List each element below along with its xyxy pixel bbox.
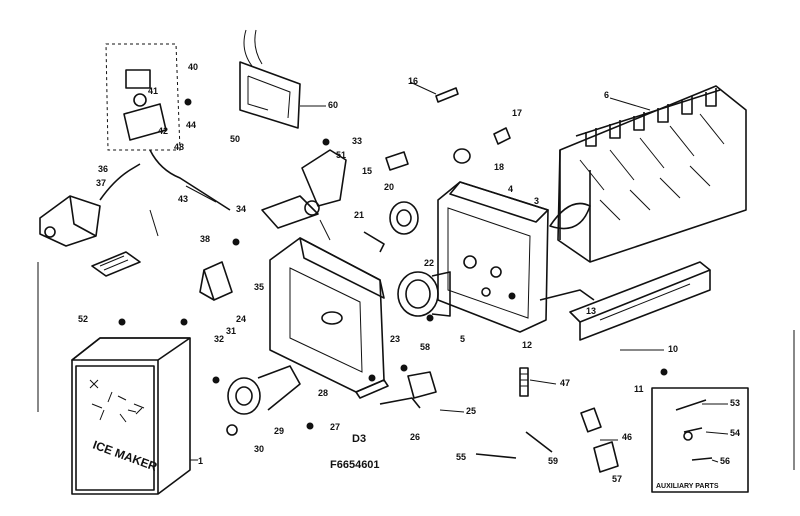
water-inlet [379, 371, 437, 409]
small-screws [118, 98, 668, 430]
control-housing [269, 237, 389, 399]
callout-34: 34 [236, 204, 246, 214]
callout-44: 44 [186, 120, 196, 130]
callout-56: 56 [720, 456, 730, 466]
callout-20: 20 [384, 182, 394, 192]
fill-cup [39, 163, 141, 247]
ice-mold [549, 85, 747, 263]
callout-35: 35 [254, 282, 264, 292]
callout-43: 43 [178, 194, 188, 204]
timing-cam [226, 365, 301, 436]
callout-52: 52 [78, 314, 88, 324]
callout-21: 21 [354, 210, 364, 220]
callout-46: 46 [622, 432, 632, 442]
mold-support-frame [437, 181, 549, 333]
callout-50: 50 [230, 134, 240, 144]
callout-55: 55 [456, 452, 466, 462]
part-number: F6654601 [330, 459, 380, 471]
callout-47: 47 [560, 378, 570, 388]
thermostat-bracket [261, 149, 347, 241]
callout-27: 27 [330, 422, 340, 432]
callout-58: 58 [420, 342, 430, 352]
callout-60: 60 [328, 100, 338, 110]
support-pin [435, 87, 459, 103]
callout-10: 10 [668, 344, 678, 354]
bearing [453, 148, 471, 164]
callout-32: 32 [214, 334, 224, 344]
wiring-label [91, 209, 159, 277]
callout-6: 6 [604, 90, 609, 100]
callout-18: 18 [494, 162, 504, 172]
screw-set [475, 431, 553, 459]
callout-12: 12 [522, 340, 532, 350]
ejector-blade [575, 88, 721, 147]
callout-42: 42 [158, 126, 168, 136]
drive-motor [397, 271, 451, 317]
mold-heater [239, 29, 301, 129]
callout-29: 29 [274, 426, 284, 436]
shutoff-bracket [385, 151, 409, 171]
callout-28: 28 [318, 388, 328, 398]
callout-4: 4 [508, 184, 513, 194]
callout-36: 36 [98, 164, 108, 174]
callout-57: 57 [612, 474, 622, 484]
callout-54: 54 [730, 428, 740, 438]
callout-41: 41 [148, 86, 158, 96]
callout-51: 51 [336, 150, 346, 160]
callout-16: 16 [408, 76, 418, 86]
leader-lines [190, 81, 729, 463]
shutoff-arm [539, 289, 595, 301]
callout-37: 37 [96, 178, 106, 188]
drive-gear [389, 201, 419, 235]
callout-33: 33 [352, 136, 362, 146]
ice-maker-label: ICE MAKER [91, 438, 159, 474]
auxiliary-parts-label: AUXILIARY PARTS [656, 483, 719, 490]
callout-59: 59 [548, 456, 558, 466]
auxiliary-fittings [580, 407, 619, 473]
callout-24: 24 [236, 314, 246, 324]
callout-26: 26 [410, 432, 420, 442]
auxiliary-parts-box [651, 387, 749, 493]
callout-31: 31 [226, 326, 236, 336]
fastener [519, 367, 529, 397]
clip [363, 231, 385, 253]
callout-17: 17 [512, 108, 522, 118]
callout-53: 53 [730, 398, 740, 408]
water-valve-assembly [105, 43, 231, 211]
callout-25: 25 [466, 406, 476, 416]
callout-3: 3 [534, 196, 539, 206]
callout-15: 15 [362, 166, 372, 176]
callout-22: 22 [424, 258, 434, 268]
callout-13: 13 [586, 306, 596, 316]
callout-30: 30 [254, 444, 264, 454]
section-code: D3 [352, 433, 366, 445]
callout-11: 11 [634, 384, 644, 394]
ice-maker-front-cover: ICE MAKER [71, 337, 191, 495]
callout-38: 38 [200, 234, 210, 244]
bin-rail [569, 261, 711, 341]
callout-40: 40 [188, 62, 198, 72]
callout-23: 23 [390, 334, 400, 344]
callout-1: 1 [198, 456, 203, 466]
spacer [493, 127, 511, 145]
callout-labels: 1 3 4 5 6 10 11 12 13 15 16 17 18 20 21 … [78, 62, 740, 484]
callout-5: 5 [460, 334, 465, 344]
callout-48: 48 [174, 142, 184, 152]
holding-switch [199, 261, 233, 301]
